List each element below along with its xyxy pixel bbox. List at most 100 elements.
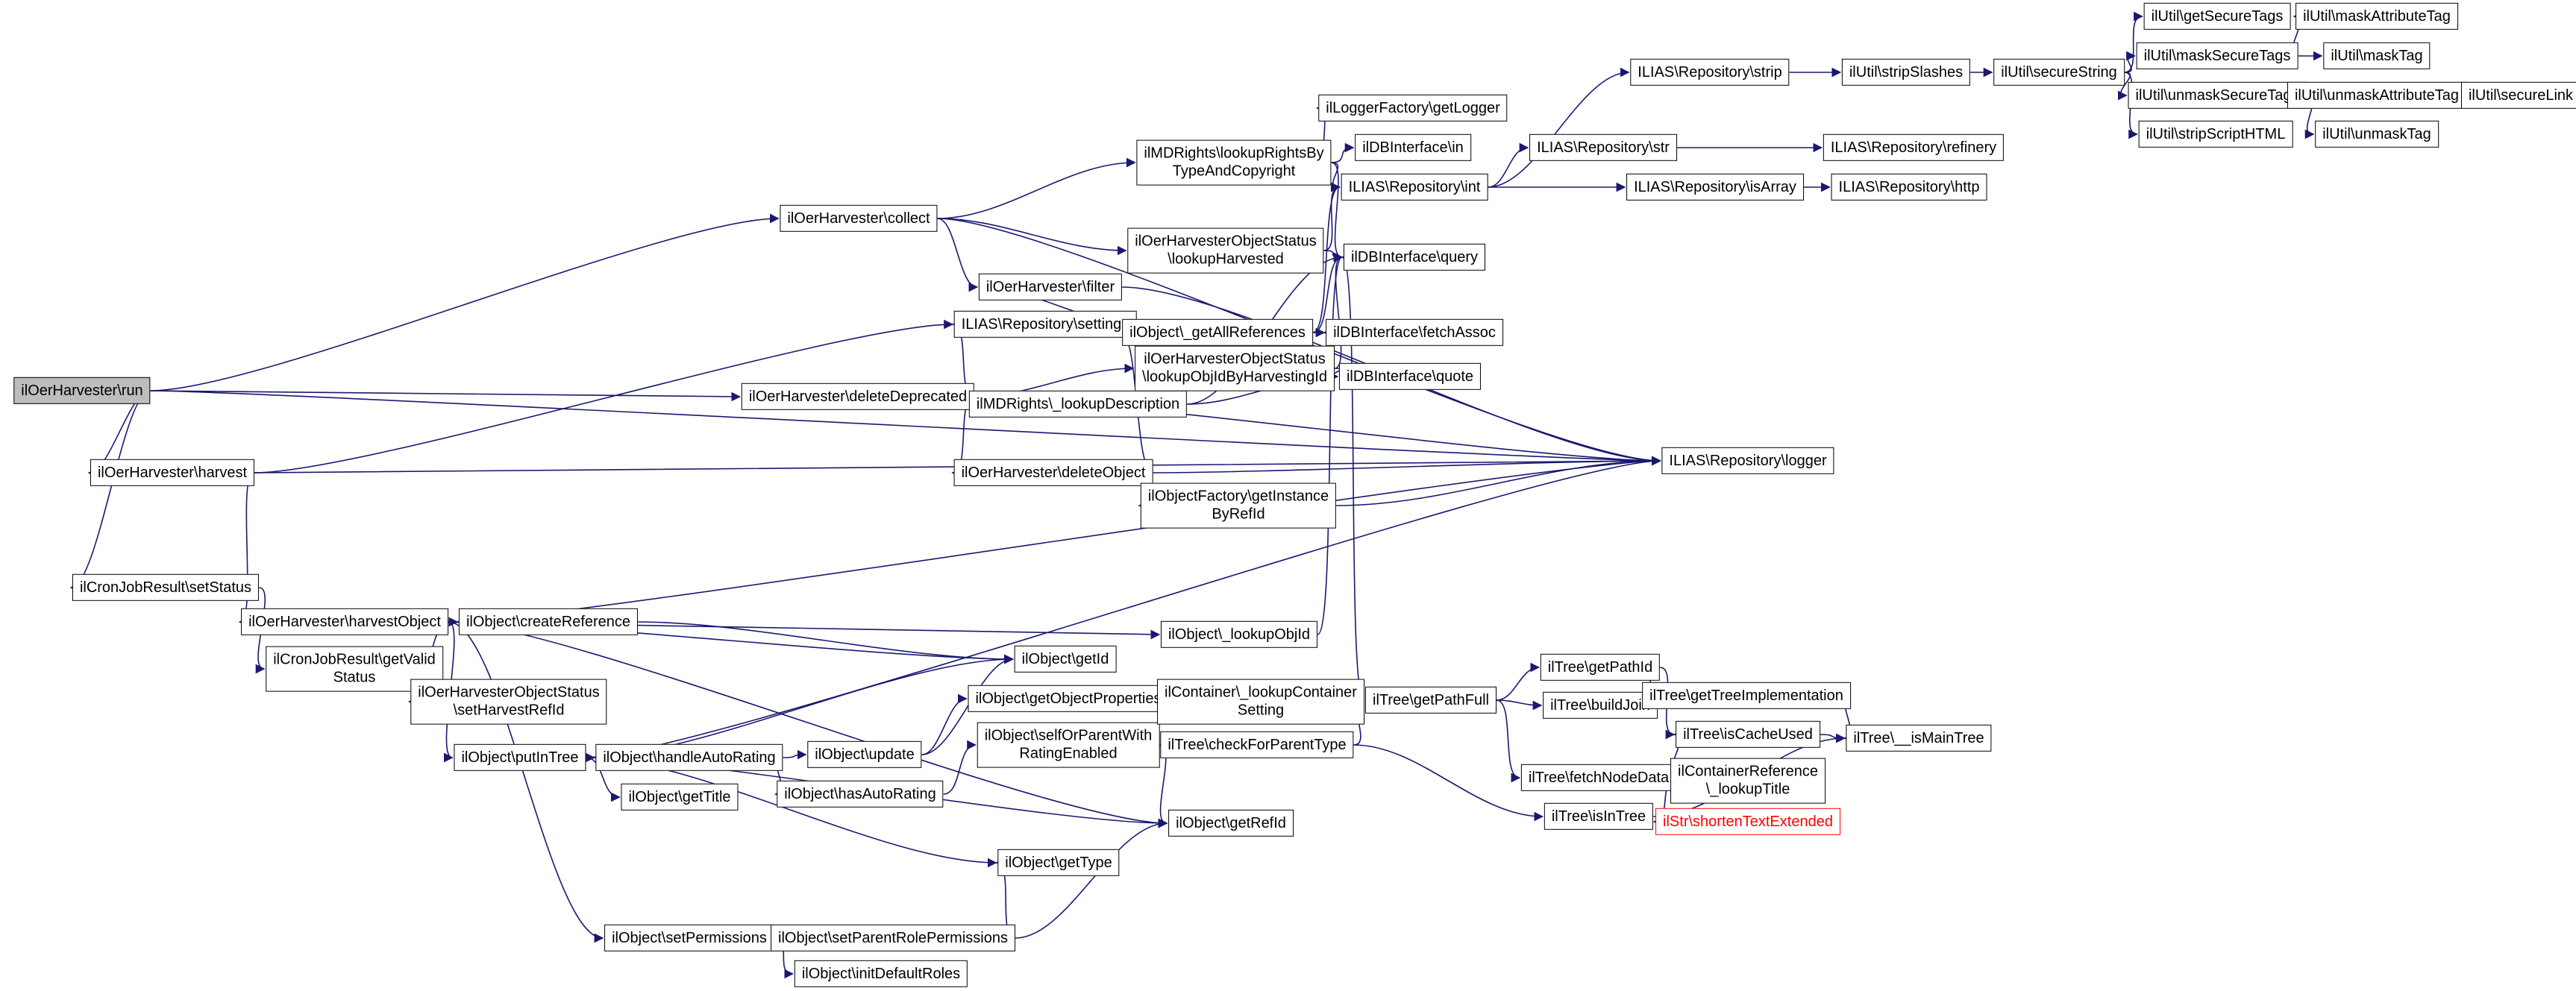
- graph-node-getAllReferences[interactable]: ilObject\_getAllReferences: [1122, 318, 1313, 347]
- edge-run-deleteDeprecated: [150, 390, 742, 402]
- edge-secureString-getSecureTags: [2124, 11, 2143, 73]
- graph-node-run[interactable]: ilOerHarvester\run: [13, 377, 151, 405]
- graph-node-refinery[interactable]: ILIAS\Repository\refinery: [1823, 133, 2005, 162]
- graph-node-setStatus[interactable]: ilCronJobResult\setStatus: [72, 573, 260, 602]
- graph-node-getPathFull[interactable]: ilTree\getPathFull: [1365, 686, 1497, 714]
- graph-node-lookupObjId[interactable]: ilObject\_lookupObjId: [1160, 620, 1318, 649]
- graph-node-maskSecureTags[interactable]: ilUtil\maskSecureTags: [2136, 42, 2298, 70]
- graph-node-getId[interactable]: ilObject\getId: [1014, 645, 1117, 673]
- graph-node-int[interactable]: ILIAS\Repository\int: [1341, 173, 1488, 201]
- graph-node-maskAttributeTag[interactable]: ilUtil\maskAttributeTag: [2295, 2, 2458, 31]
- graph-node-buildJoin[interactable]: ilTree\buildJoin: [1543, 691, 1658, 720]
- graph-node-fetchAssoc[interactable]: ilDBInterface\fetchAssoc: [1326, 318, 1503, 347]
- edge-isCacheUsed-isMainTree: [1820, 733, 1846, 743]
- edge-putInTree-logger: [586, 456, 1661, 758]
- graph-node-getType[interactable]: ilObject\getType: [997, 849, 1120, 877]
- edge-secureString-maskSecureTags: [2124, 51, 2136, 73]
- graph-node-http[interactable]: ILIAS\Repository\http: [1831, 173, 1987, 201]
- edge-getInstanceByRefId-logger: [1336, 456, 1661, 506]
- graph-node-lookupContainerSetting[interactable]: ilContainer\_lookupContainer Setting: [1157, 679, 1364, 725]
- graph-node-logger[interactable]: ILIAS\Repository\logger: [1661, 447, 1834, 475]
- graph-node-getObjectProperties[interactable]: ilObject\getObjectProperties: [968, 685, 1169, 713]
- graph-node-getTitle[interactable]: ilObject\getTitle: [621, 783, 739, 811]
- graph-node-checkForParentType[interactable]: ilTree\checkForParentType: [1160, 731, 1354, 759]
- graph-node-unmaskSecureTags[interactable]: ilUtil\unmaskSecureTags: [2128, 81, 2307, 110]
- graph-node-getSecureTags[interactable]: ilUtil\getSecureTags: [2143, 2, 2291, 31]
- edge-run-setStatus: [69, 390, 151, 593]
- graph-node-handleAutoRating[interactable]: ilObject\handleAutoRating: [595, 743, 783, 772]
- edge-createReference-getId: [638, 621, 1014, 664]
- graph-node-setPermissions[interactable]: ilObject\setPermissions: [604, 924, 774, 952]
- edge-getPathFull-buildJoin: [1496, 699, 1543, 711]
- graph-node-settings[interactable]: ILIAS\Repository\settings: [953, 310, 1137, 339]
- edge-lookupObjId-query: [1317, 252, 1344, 635]
- graph-node-lookupObjIdByHarvestingId[interactable]: ilOerHarvesterObjectStatus \lookupObjIdB…: [1135, 345, 1335, 391]
- edge-collect-lookupHarvested: [937, 218, 1127, 256]
- graph-node-query[interactable]: ilDBInterface\query: [1343, 243, 1486, 271]
- graph-node-deleteObject[interactable]: ilOerHarvester\deleteObject: [953, 459, 1153, 487]
- graph-node-isMainTree[interactable]: ilTree\__isMainTree: [1846, 724, 1992, 752]
- graph-node-quote[interactable]: ilDBInterface\quote: [1338, 362, 1482, 391]
- graph-node-strip[interactable]: ILIAS\Repository\strip: [1630, 58, 1790, 86]
- graph-node-lookupTitleRef[interactable]: ilContainerReference \_lookupTitle: [1670, 758, 1826, 804]
- graph-node-setHarvestRefId[interactable]: ilOerHarvesterObjectStatus \setHarvestRe…: [410, 679, 607, 725]
- edge-run-logger: [150, 390, 1661, 466]
- edges-group: [69, 11, 2469, 979]
- graph-node-getPathId[interactable]: ilTree\getPathId: [1540, 653, 1661, 682]
- edge-lookupContainerSetting-query: [1341, 252, 1365, 702]
- graph-node-createReference[interactable]: ilObject\createReference: [458, 608, 639, 636]
- edge-handleAutoRating-update: [783, 749, 807, 760]
- graph-node-unmaskAttributeTag[interactable]: ilUtil\unmaskAttributeTag: [2287, 81, 2467, 110]
- edge-getPathFull-getPathId: [1496, 662, 1541, 701]
- edge-update-getObjectProperties: [921, 693, 968, 755]
- graph-node-lookupDescription[interactable]: ilMDRights\_lookupDescription: [968, 390, 1188, 418]
- edge-run-collect: [150, 213, 780, 391]
- graph-node-setParentRolePermissions[interactable]: ilObject\setParentRolePermissions: [771, 924, 1015, 952]
- edge-lookupRightsByTypeAndCopyright-in: [1331, 142, 1355, 163]
- graph-node-getValidStatus[interactable]: ilCronJobResult\getValid Status: [266, 646, 443, 692]
- edge-collect-lookupRightsByTypeAndCopyright: [937, 157, 1136, 219]
- graph-node-lookupRightsByTypeAndCopyright[interactable]: ilMDRights\lookupRightsBy TypeAndCopyrig…: [1136, 139, 1332, 186]
- graph-node-putInTree[interactable]: ilObject\putInTree: [454, 743, 586, 772]
- edge-harvestObject-setPermissions: [448, 621, 604, 943]
- graph-node-shortenTextExtended[interactable]: ilStr\shortenTextExtended: [1655, 808, 1840, 836]
- graph-node-getInstanceByRefId[interactable]: ilObjectFactory\getInstance ByRefId: [1140, 482, 1337, 529]
- graph-node-isCacheUsed[interactable]: ilTree\isCacheUsed: [1676, 720, 1820, 749]
- graph-node-stripScriptHTML[interactable]: ilUtil\stripScriptHTML: [2138, 120, 2293, 148]
- graph-node-harvestObject[interactable]: ilOerHarvester\harvestObject: [241, 608, 448, 636]
- graph-node-secureString[interactable]: ilUtil\secureString: [1993, 58, 2125, 86]
- graph-node-filter[interactable]: ilOerHarvester\filter: [978, 273, 1123, 301]
- graph-node-stripSlashes[interactable]: ilUtil\stripSlashes: [1841, 58, 1971, 86]
- graph-node-str[interactable]: ILIAS\Repository\str: [1529, 133, 1677, 162]
- graph-node-unmaskTag[interactable]: ilUtil\unmaskTag: [2315, 120, 2439, 148]
- graph-node-isInTree[interactable]: ilTree\isInTree: [1544, 802, 1654, 831]
- edge-getPathFull-fetchNodeData: [1496, 699, 1521, 783]
- graph-node-isArray[interactable]: ILIAS\Repository\isArray: [1626, 173, 1804, 201]
- graph-node-fetchNodeData[interactable]: ilTree\fetchNodeData: [1520, 764, 1677, 792]
- graph-node-initDefaultRoles[interactable]: ilObject\initDefaultRoles: [794, 960, 968, 988]
- graph-node-selfOrParentWithRatingEnabled[interactable]: ilObject\selfOrParentWith RatingEnabled: [977, 722, 1160, 768]
- edge-putInTree-getId: [586, 654, 1014, 758]
- graph-node-secureLink[interactable]: ilUtil\secureLink: [2460, 81, 2576, 110]
- edge-deleteObject-logger: [1153, 456, 1661, 474]
- edge-update-getId: [921, 654, 1014, 755]
- edge-setParentRolePermissions-getRefId: [1015, 818, 1168, 939]
- graph-node-deleteDeprecated[interactable]: ilOerHarvester\deleteDeprecated: [741, 383, 975, 411]
- edge-collect-filter: [937, 218, 979, 292]
- graph-node-getLogger[interactable]: ilLoggerFactory\getLogger: [1318, 94, 1508, 122]
- graph-node-getRefId[interactable]: ilObject\getRefId: [1168, 809, 1294, 837]
- graph-node-lookupHarvested[interactable]: ilOerHarvesterObjectStatus \lookupHarves…: [1127, 227, 1324, 274]
- edge-int-strip: [1488, 67, 1630, 188]
- graph-node-getTreeImplementation[interactable]: ilTree\getTreeImplementation: [1642, 682, 1851, 710]
- edge-checkForParentType-isInTree: [1353, 744, 1544, 822]
- graph-node-harvest[interactable]: ilOerHarvester\harvest: [90, 459, 255, 487]
- graph-node-in[interactable]: ilDBInterface\in: [1355, 133, 1471, 162]
- edge-harvest-settings: [254, 319, 953, 474]
- graph-node-collect[interactable]: ilOerHarvester\collect: [780, 204, 938, 233]
- graph-node-update[interactable]: ilObject\update: [807, 740, 922, 769]
- graph-node-maskTag[interactable]: ilUtil\maskTag: [2323, 42, 2431, 70]
- graph-node-hasAutoRating[interactable]: ilObject\hasAutoRating: [777, 780, 944, 808]
- edge-int-str: [1488, 142, 1529, 188]
